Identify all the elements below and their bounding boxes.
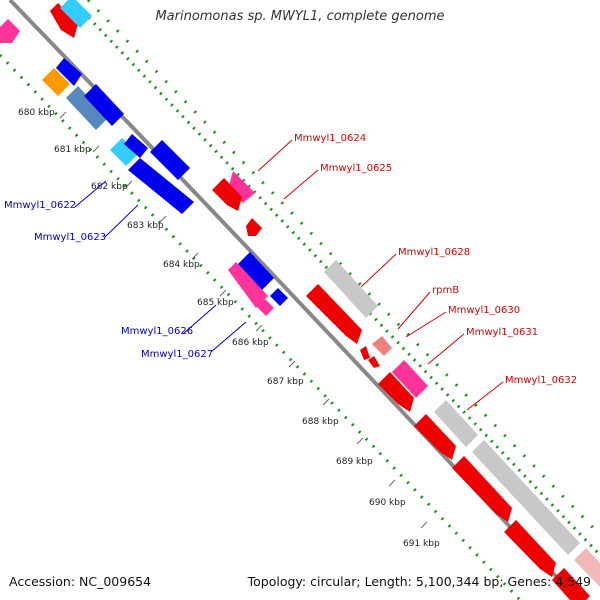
tick-label: 682 kbp (91, 182, 128, 192)
leader-line (360, 253, 397, 288)
gray-feature-block[interactable] (324, 260, 378, 318)
gene-arrow[interactable] (246, 218, 262, 236)
tick-mark (322, 398, 330, 406)
leader-line (405, 311, 447, 338)
tick-mark (59, 111, 67, 119)
gene-label-rpmb[interactable]: rpmB (432, 285, 459, 296)
leader-line (182, 304, 217, 335)
gray-feature-block[interactable] (472, 440, 580, 555)
gene-label-mmwyl1-0624[interactable]: Mmwyl1_0624 (294, 133, 366, 144)
gene-label-mmwyl1-0632[interactable]: Mmwyl1_0632 (505, 375, 577, 386)
gene-arrow[interactable] (270, 288, 288, 306)
gene-label-mmwyl1-0626[interactable]: Mmwyl1_0626 (121, 326, 193, 337)
gray-feature-block[interactable] (574, 548, 600, 587)
leader-line (283, 169, 319, 200)
gene-arrow[interactable] (150, 140, 190, 180)
tick-mark (288, 360, 296, 368)
gene-arrow-mmwyl1-0632[interactable] (414, 414, 456, 460)
gene-arrow-mmwyl1-0626[interactable] (238, 252, 274, 290)
gene-arrow-rpmb[interactable] (372, 336, 392, 356)
gene-label-mmwyl1-0627[interactable]: Mmwyl1_0627 (141, 349, 213, 360)
gene-label-mmwyl1-0625[interactable]: Mmwyl1_0625 (320, 163, 392, 174)
gene-label-mmwyl1-0631[interactable]: Mmwyl1_0631 (466, 327, 538, 338)
gene-arrow-mmwyl1-0626b[interactable] (228, 262, 268, 308)
gene-arrow-mmwyl1-0623[interactable] (128, 158, 194, 214)
gene-arrow[interactable] (504, 520, 556, 577)
gene-arrow[interactable] (368, 356, 380, 368)
tick-mark (356, 437, 364, 445)
tick-label: 688 kbp (302, 417, 339, 427)
tick-mark (420, 521, 428, 529)
gene-label-mmwyl1-0622[interactable]: Mmwyl1_0622 (4, 200, 76, 211)
tick-label: 680 kbp (18, 108, 55, 118)
gene-arrow-mmwyl1-0627[interactable] (254, 296, 274, 316)
tick-mark (125, 180, 133, 188)
gene-arrow[interactable] (552, 568, 590, 600)
tick-mark (191, 252, 199, 260)
gray-feature-track (324, 260, 600, 587)
gene-arrow-mmwyl1-0628[interactable] (306, 284, 362, 344)
leader-line (427, 333, 465, 365)
gene-label-mmwyl1-0628[interactable]: Mmwyl1_0628 (398, 247, 470, 258)
gene-arrow[interactable] (452, 456, 512, 522)
tick-label: 683 kbp (127, 221, 164, 231)
gene-labels: Mmwyl1_0624 Mmwyl1_0625 Mmwyl1_0628 rpmB… (4, 133, 577, 386)
gene-arrow[interactable] (360, 346, 370, 360)
tick-mark (388, 479, 396, 487)
gc-dots-outer-right-b (86, 0, 600, 537)
leader-line (397, 291, 431, 330)
gene-label-mmwyl1-0623[interactable]: Mmwyl1_0623 (34, 232, 106, 243)
gene-arrow[interactable] (0, 19, 20, 43)
gene-arrow-mmwyl1-0625[interactable] (212, 178, 242, 211)
gray-feature-block[interactable] (434, 400, 478, 447)
tick-label: 686 kbp (232, 338, 269, 348)
tick-marks (59, 111, 428, 529)
forward-strand-genes (50, 3, 590, 600)
tick-label: 689 kbp (336, 457, 373, 467)
tick-mark (255, 324, 263, 332)
gene-arrow-mmwyl1-0631[interactable] (378, 372, 414, 412)
leader-line (104, 204, 139, 238)
genome-summary-text: Topology: circular; Length: 5,100,344 bp… (247, 574, 591, 589)
gene-arrow[interactable] (50, 3, 78, 38)
map-title: Marinomonas sp. MWYL1, complete genome (155, 9, 445, 24)
tick-label: 690 kbp (369, 498, 406, 508)
gene-arrow[interactable] (124, 134, 148, 158)
leader-line (210, 321, 247, 353)
tick-label: 681 kbp (54, 145, 91, 155)
tick-mark (92, 145, 100, 153)
leader-line (74, 180, 107, 208)
gene-arrow-mmwyl1-0622[interactable] (110, 138, 138, 166)
accession-text: Accession: NC_009654 (9, 574, 152, 589)
tick-labels: 680 kbp 681 kbp 682 kbp 683 kbp 684 kbp … (18, 108, 440, 549)
gene-arrow[interactable] (42, 68, 70, 96)
gene-arrow[interactable] (66, 86, 108, 130)
gene-arrow-mmwyl1-0630[interactable] (392, 360, 428, 398)
gene-arrow[interactable] (84, 84, 124, 126)
reverse-strand-genes (0, 0, 288, 316)
tick-label: 691 kbp (403, 539, 440, 549)
leader-line (257, 139, 293, 172)
gene-arrow[interactable] (60, 0, 92, 28)
tick-label: 685 kbp (197, 298, 234, 308)
tick-mark (159, 215, 167, 223)
tick-mark (219, 289, 227, 297)
gene-arrow[interactable] (56, 58, 82, 86)
tick-label: 684 kbp (163, 260, 200, 270)
leader-line (466, 381, 504, 411)
tick-label: 687 kbp (267, 377, 304, 387)
gene-label-mmwyl1-0630[interactable]: Mmwyl1_0630 (448, 305, 520, 316)
label-leader-lines (74, 139, 504, 411)
